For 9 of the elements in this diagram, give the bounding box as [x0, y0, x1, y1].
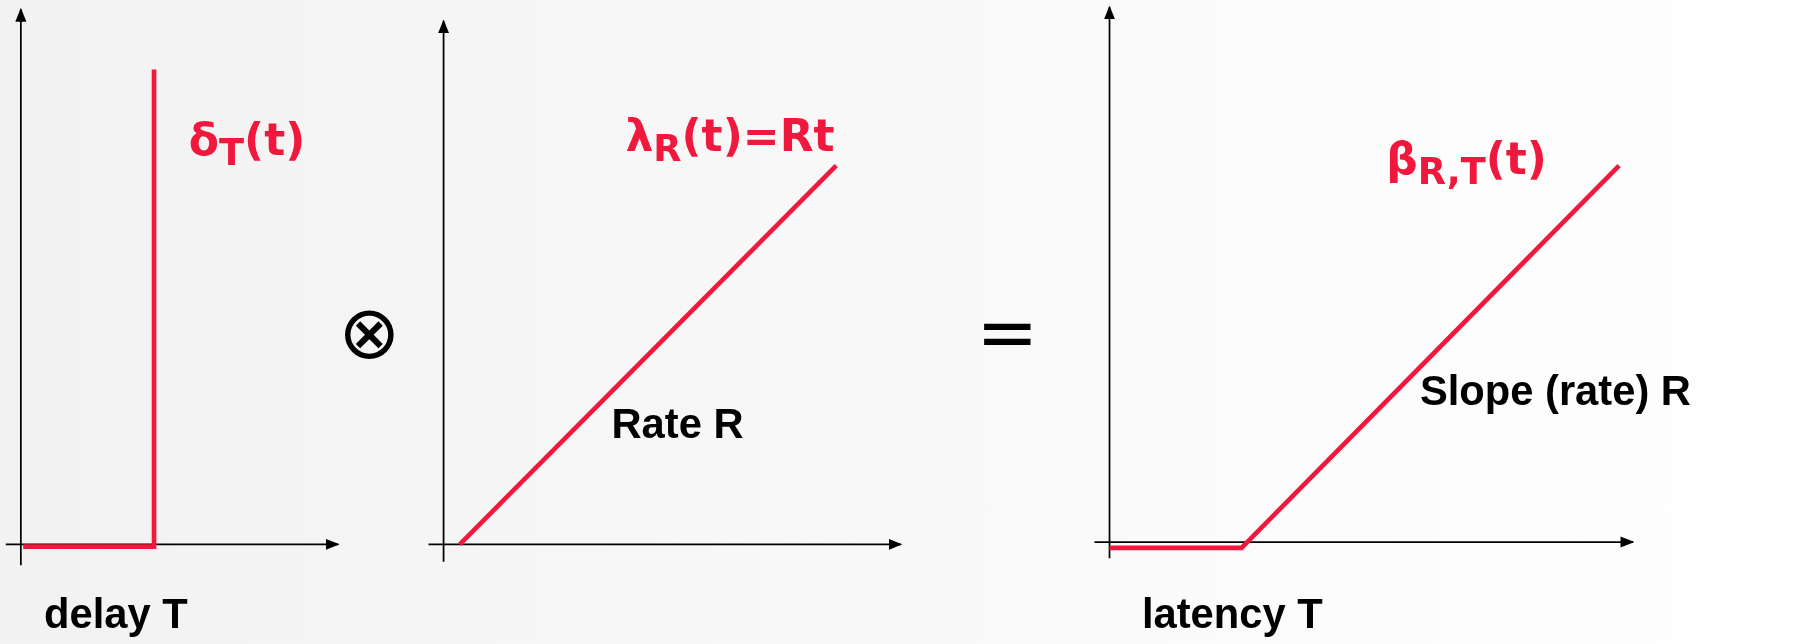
- axis-label: latency T: [1141, 593, 1323, 635]
- operator-symbol: ⊗: [338, 295, 401, 370]
- operator-symbol: =: [976, 295, 1039, 370]
- axis-label: delay T: [44, 593, 188, 635]
- function-label: λ$_{R}$(t)=Rt: [625, 113, 835, 168]
- slope-label: Slope (rate) R: [1419, 370, 1691, 413]
- rate-label: Rate R: [611, 403, 744, 445]
- function-label: β$_{R,T}$(t): [1386, 136, 1547, 191]
- function-label: δ$_{T}$(t): [188, 118, 306, 172]
